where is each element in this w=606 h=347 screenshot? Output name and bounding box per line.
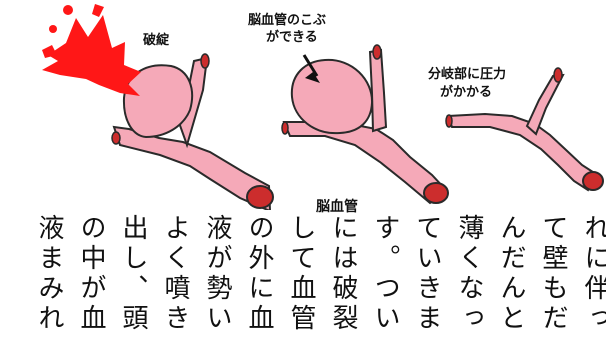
vertical-text-column-2: て壁もだ <box>538 214 568 334</box>
vertical-text-column-5: ていきま <box>412 214 442 334</box>
vertical-text-column-11: よく噴き <box>160 214 190 334</box>
vessel-diagram <box>42 4 604 213</box>
bifurcation-label-line-2: がかかる <box>440 85 493 100</box>
vertical-text-column-4: 薄くなっ <box>454 214 484 334</box>
vertical-text-column-1: れに伴っ <box>580 214 606 334</box>
bifurcation-pressure-icon <box>445 67 604 192</box>
vertical-text-column-8: して血管 <box>286 214 316 334</box>
vertical-text-column-13: の中が血 <box>76 214 106 334</box>
figure-title: 脳血管 <box>316 199 358 215</box>
arrow-pointer-icon <box>302 54 319 77</box>
vertical-text-column-14: 液まみれ <box>34 214 64 334</box>
vertical-text-column-7: には破裂 <box>328 214 358 334</box>
rupture-label: 破綻 <box>143 33 170 48</box>
vertical-text-column-9: の外に血 <box>244 214 274 334</box>
bifurcation-label-line-1: 分岐部に圧力 <box>428 67 507 82</box>
vertical-text-column-6: す。つい <box>370 214 400 334</box>
vertical-text-column-12: 出し、頭 <box>118 214 148 334</box>
vertical-text-column-10: 液が勢い <box>202 214 232 334</box>
aneurysm-label-line-2: ができる <box>266 30 318 45</box>
aneurysm-label-line-1: 脳血管のこぶ <box>248 13 327 28</box>
aneurysm-forming-icon <box>281 44 449 205</box>
ruptured-aneurysm-icon <box>42 4 274 213</box>
vertical-text-column-3: んだんと <box>496 214 526 334</box>
cerebral-vessel-illustration: 破綻 脳血管のこぶ ができる 分岐部に圧力 がかかる 脳血管 <box>42 4 604 215</box>
